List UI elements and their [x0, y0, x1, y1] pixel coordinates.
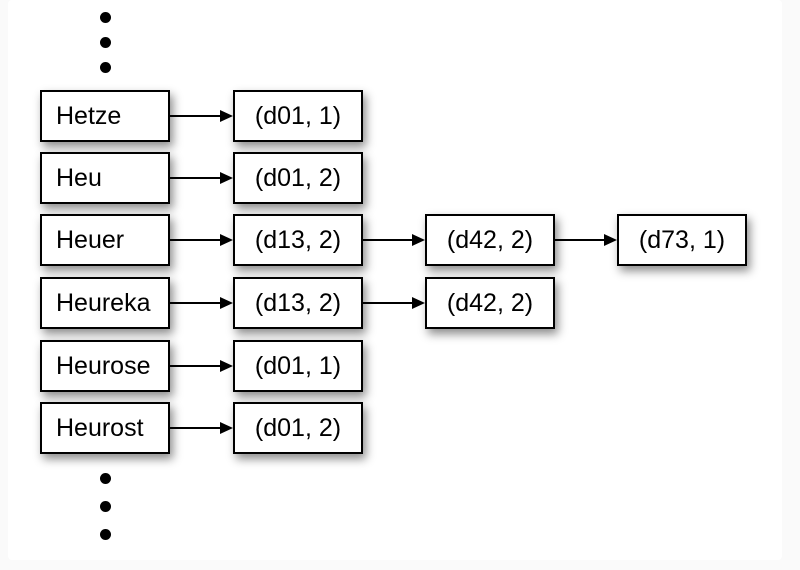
arrowhead-icon — [604, 234, 617, 246]
arrowhead-icon — [412, 297, 425, 309]
posting-box: (d42, 2) — [425, 214, 555, 266]
ellipsis-dot — [100, 62, 111, 73]
posting-box: (d01, 1) — [233, 90, 363, 142]
arrow-shaft — [555, 239, 606, 241]
arrow-shaft — [170, 239, 222, 241]
ellipsis-dot — [100, 12, 111, 23]
arrowhead-icon — [220, 422, 233, 434]
arrow — [170, 110, 233, 122]
arrow — [363, 234, 425, 246]
term-box-hetze: Hetze — [40, 90, 170, 142]
arrow-shaft — [170, 177, 222, 179]
posting-box: (d13, 2) — [233, 214, 363, 266]
arrow — [170, 297, 233, 309]
arrow — [170, 172, 233, 184]
posting-box: (d73, 1) — [617, 214, 747, 266]
arrowhead-icon — [220, 297, 233, 309]
posting-box: (d01, 2) — [233, 402, 363, 454]
term-box-heurose: Heurose — [40, 340, 170, 392]
posting-box: (d13, 2) — [233, 277, 363, 329]
arrow-shaft — [170, 427, 222, 429]
arrow-shaft — [170, 365, 222, 367]
ellipsis-dot — [100, 473, 111, 484]
arrow — [170, 234, 233, 246]
arrowhead-icon — [220, 234, 233, 246]
term-box-heu: Heu — [40, 152, 170, 204]
arrow — [170, 360, 233, 372]
arrow-shaft — [363, 239, 414, 241]
arrowhead-icon — [220, 172, 233, 184]
arrow — [363, 297, 425, 309]
arrowhead-icon — [220, 110, 233, 122]
arrow — [170, 422, 233, 434]
ellipsis-dot — [100, 501, 111, 512]
arrow-shaft — [363, 302, 414, 304]
posting-box: (d01, 1) — [233, 340, 363, 392]
posting-box: (d42, 2) — [425, 277, 555, 329]
posting-box: (d01, 2) — [233, 152, 363, 204]
arrow-shaft — [170, 115, 222, 117]
arrowhead-icon — [412, 234, 425, 246]
term-box-heurost: Heurost — [40, 402, 170, 454]
term-box-heureka: Heureka — [40, 277, 170, 329]
arrowhead-icon — [220, 360, 233, 372]
ellipsis-dot — [100, 37, 111, 48]
arrow-shaft — [170, 302, 222, 304]
arrow — [555, 234, 617, 246]
ellipsis-dot — [100, 529, 111, 540]
term-box-heuer: Heuer — [40, 214, 170, 266]
